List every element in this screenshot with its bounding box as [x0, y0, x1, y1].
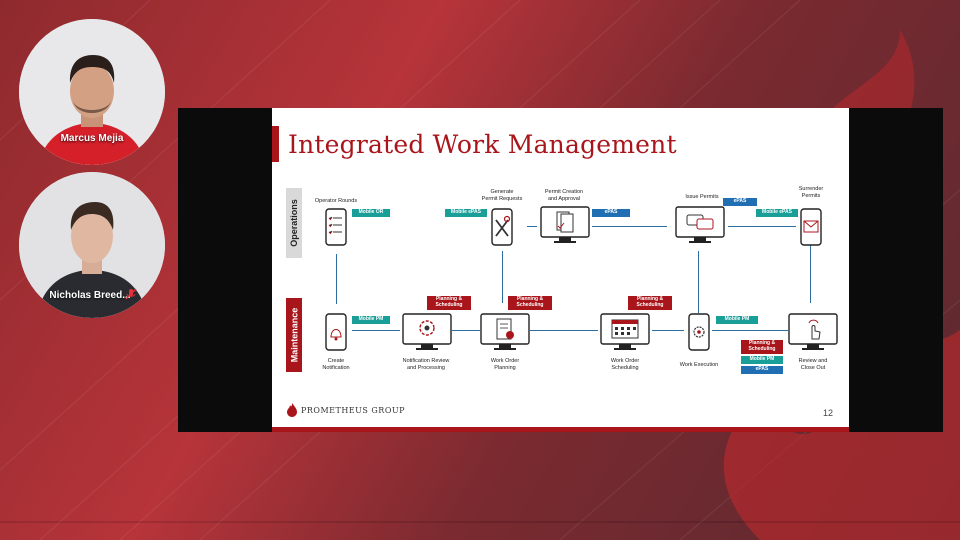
phone-gear-icon: [688, 313, 710, 351]
node-permit-creation: Permit Creation and Approval: [544, 189, 584, 202]
tag-mobile-pm: Mobile PM: [716, 316, 758, 324]
node-operator-rounds: Operator Rounds: [314, 198, 358, 204]
tag-epas: ePAS: [741, 366, 783, 374]
lane-label: Maintenance: [289, 307, 300, 363]
connector: [728, 226, 796, 227]
participant-video-nicholas[interactable]: Nicholas Breed...: [19, 172, 165, 318]
connector: [810, 243, 811, 303]
monitor-touch-icon: [788, 313, 838, 350]
company-logo: Prometheus Group: [286, 402, 405, 418]
connector: [592, 226, 667, 227]
monitor-gear-icon: [402, 313, 452, 350]
participant-avatar: [19, 172, 165, 318]
monitor-clipboard-icon: [480, 313, 530, 350]
connector: [452, 330, 480, 331]
phone-checklist-icon: [325, 208, 347, 246]
node-work-execution: Work Execution: [679, 362, 719, 368]
connector: [502, 251, 503, 303]
node-issue-permits: Issue Permits: [685, 194, 719, 200]
slide-page-number: 12: [822, 408, 833, 418]
tag-planning-scheduling: Planning & Scheduling: [427, 296, 471, 310]
phone-bell-icon: [325, 313, 347, 351]
phone-envelope-icon: [800, 208, 822, 246]
node-surrender-permits: Surrender Permits: [798, 186, 824, 199]
participant-name: Nicholas Breed...: [49, 290, 131, 301]
tag-mobile-epas: Mobile ePAS: [445, 209, 487, 217]
phone-tools-icon: [491, 208, 513, 246]
logo-text: Prometheus Group: [301, 405, 406, 415]
monitor-chat-icon: [675, 206, 725, 243]
connector: [352, 330, 400, 331]
tag-mobile-or: Mobile OR: [352, 209, 390, 217]
tag-mobile-epas: Mobile ePAS: [756, 209, 798, 217]
tag-epas: ePAS: [723, 198, 757, 206]
node-generate-permit: Generate Permit Requests: [481, 189, 523, 202]
tag-mobile-pm: Mobile PM: [352, 316, 390, 324]
connector: [336, 254, 337, 304]
monitor-calendar-icon: [600, 313, 650, 350]
node-notification-review: Notification Review and Processing: [402, 358, 450, 371]
slide-bottom-accent: [272, 427, 849, 432]
lane-label: Operations: [289, 199, 300, 247]
monitor-documents-icon: [540, 206, 590, 243]
connector: [698, 251, 699, 313]
participant-name: Marcus Mejia: [60, 133, 124, 144]
tag-planning-scheduling: Planning & Scheduling: [628, 296, 672, 310]
slide-title: Integrated Work Management: [288, 130, 677, 159]
muted-mic-icon: [125, 288, 137, 300]
connector: [527, 226, 537, 227]
node-work-order-planning: Work Order Planning: [490, 358, 520, 371]
participant-avatar: [19, 19, 165, 165]
flame-logo-icon: [287, 403, 297, 417]
node-create-notification: Create Notification: [322, 358, 350, 371]
lane-operations: Operations: [286, 188, 302, 258]
presentation-slide: Integrated Work Management Operations Ma…: [272, 108, 849, 432]
title-accent-bar: [272, 126, 279, 162]
tag-planning-scheduling: Planning & Scheduling: [508, 296, 552, 310]
connector: [712, 330, 788, 331]
tag-mobile-pm: Mobile PM: [741, 356, 783, 364]
lane-maintenance: Maintenance: [286, 298, 302, 372]
tag-planning-scheduling: Planning & Scheduling: [741, 340, 783, 354]
participant-video-marcus[interactable]: Marcus Mejia: [19, 19, 165, 165]
connector: [530, 330, 598, 331]
node-work-order-scheduling: Work Order Scheduling: [610, 358, 640, 371]
connector: [652, 330, 684, 331]
node-review-close-out: Review and Close Out: [798, 358, 828, 371]
tag-epas: ePAS: [592, 209, 630, 217]
